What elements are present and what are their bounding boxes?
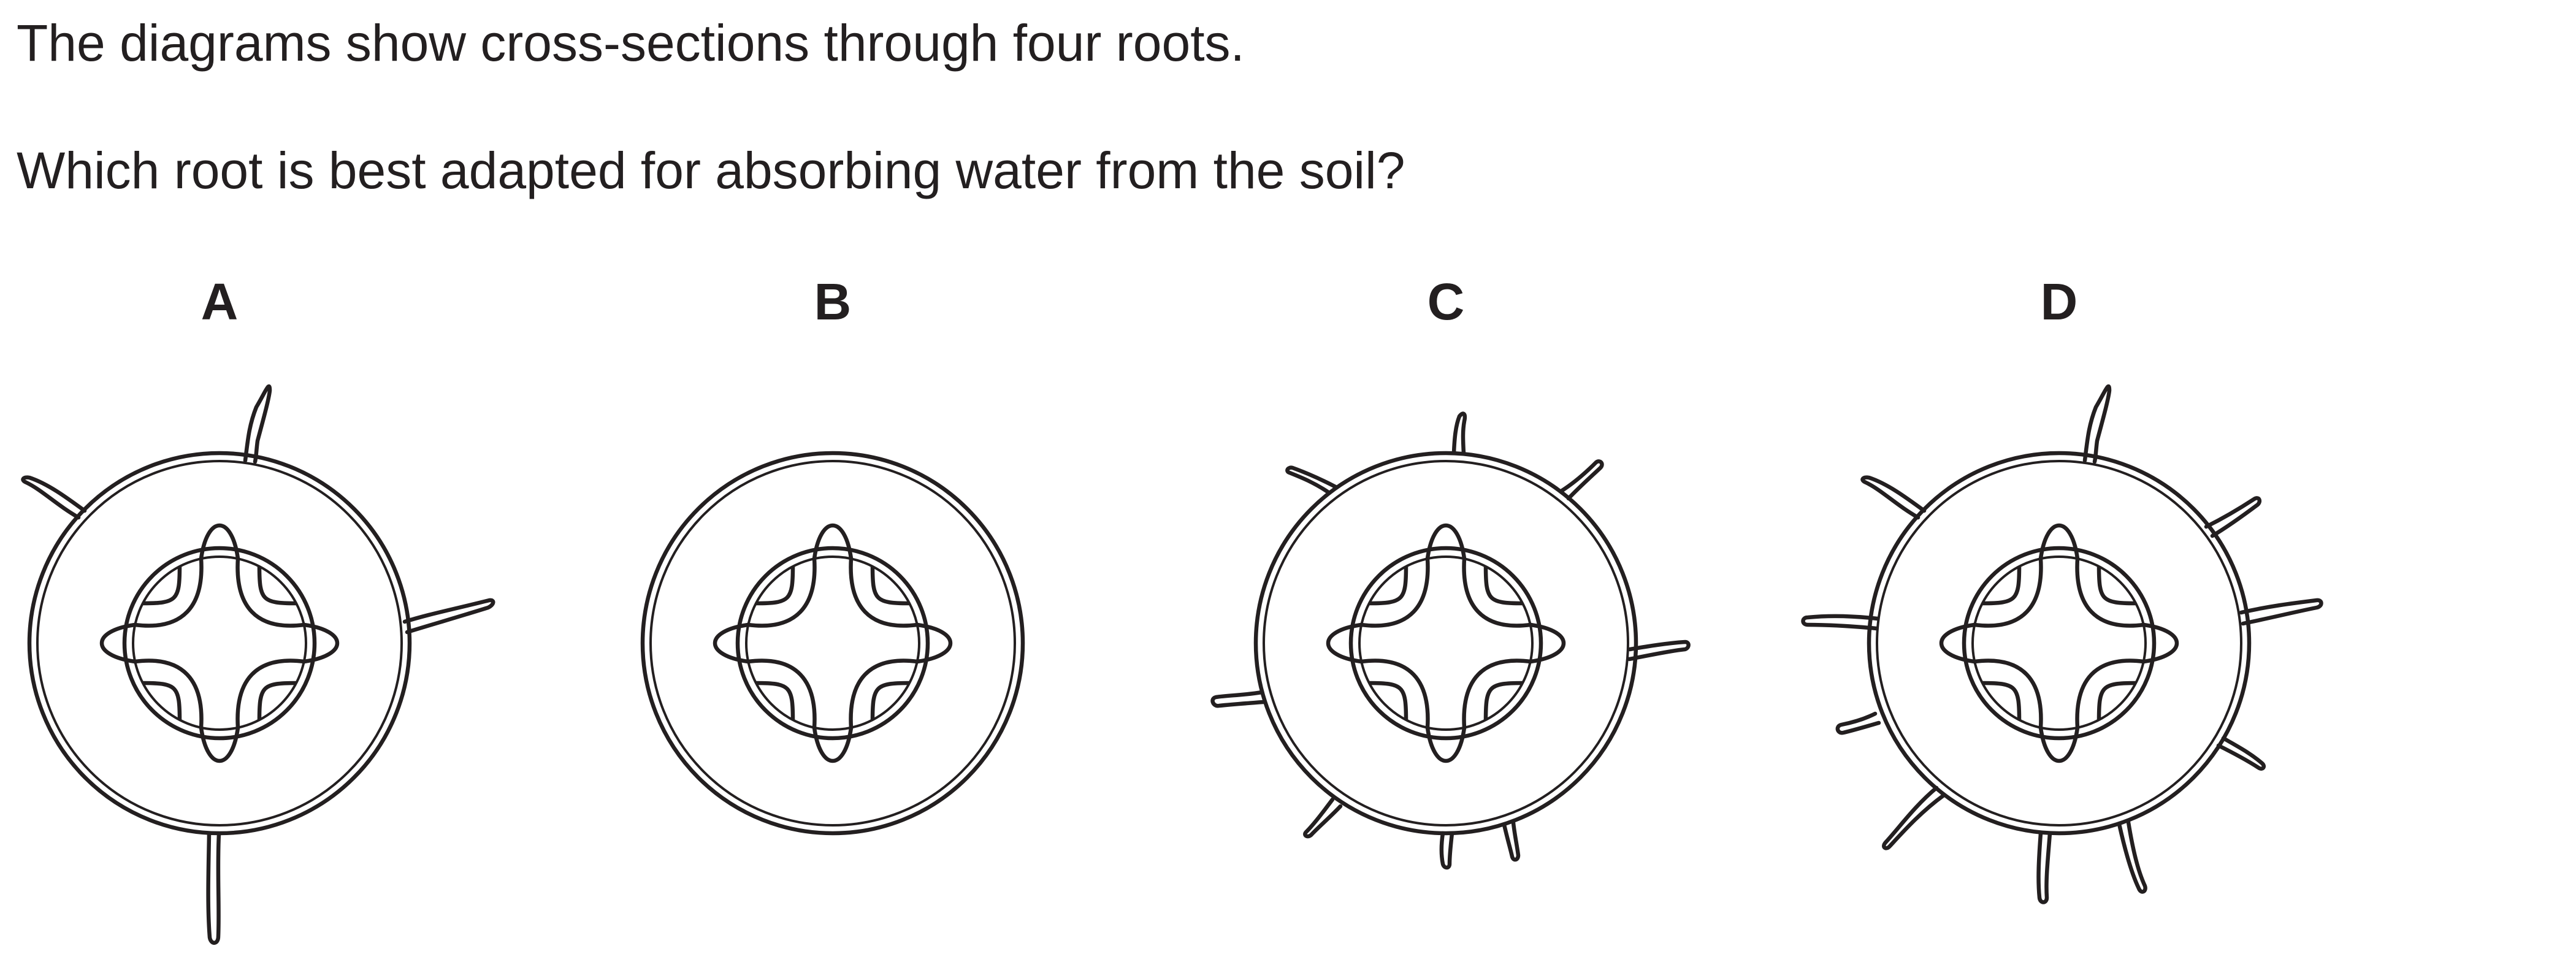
- root-hair: [2204, 496, 2262, 538]
- option-label-a: A: [201, 273, 239, 330]
- root-a-diagram: [21, 384, 495, 945]
- root-hair: [1439, 831, 1454, 870]
- option-label-b: B: [814, 273, 852, 330]
- root-d-diagram: [1801, 384, 2323, 904]
- root-hair: [1303, 797, 1343, 839]
- root-hair: [2216, 736, 2266, 771]
- root-hair: [243, 384, 272, 464]
- option-label-d: D: [2041, 273, 2078, 330]
- root-c-diagram: [1210, 411, 1691, 870]
- root-d-epidermis: [1867, 451, 2252, 836]
- root-d-hairs: [1801, 384, 2323, 904]
- root-b-diagram: [640, 451, 1025, 836]
- root-hair: [1860, 475, 1927, 520]
- root-hair: [2239, 598, 2323, 626]
- root-hair: [1451, 411, 1467, 456]
- root-hair: [2082, 384, 2112, 464]
- question-prompt: Which root is best adapted for absorbing…: [17, 142, 1405, 199]
- root-hair: [2036, 831, 2052, 904]
- root-b-epidermis: [640, 451, 1025, 836]
- option-label-c: C: [1428, 273, 1465, 330]
- root-hair: [2117, 820, 2147, 894]
- root-hair: [1285, 465, 1338, 495]
- root-hair: [1627, 639, 1691, 662]
- root-d-vascular-cylinder: [1941, 525, 2177, 761]
- root-c-vascular-cylinder: [1328, 525, 1564, 761]
- question-intro: The diagrams show cross-sections through…: [17, 14, 1245, 72]
- root-b-vascular-cylinder: [715, 525, 950, 761]
- root-hair: [1502, 820, 1521, 862]
- root-hair: [402, 598, 495, 635]
- root-hair: [206, 831, 221, 945]
- root-a-vascular-cylinder: [102, 525, 337, 761]
- root-hair: [21, 475, 87, 520]
- root-hair: [1559, 459, 1604, 501]
- root-a-hairs: [21, 384, 495, 945]
- root-hair: [1835, 711, 1881, 735]
- root-hair: [1801, 614, 1880, 631]
- root-c-hairs: [1210, 411, 1691, 870]
- root-hair: [1882, 785, 1946, 850]
- root-hair: [1210, 690, 1266, 708]
- root-c-epidermis: [1253, 451, 1638, 836]
